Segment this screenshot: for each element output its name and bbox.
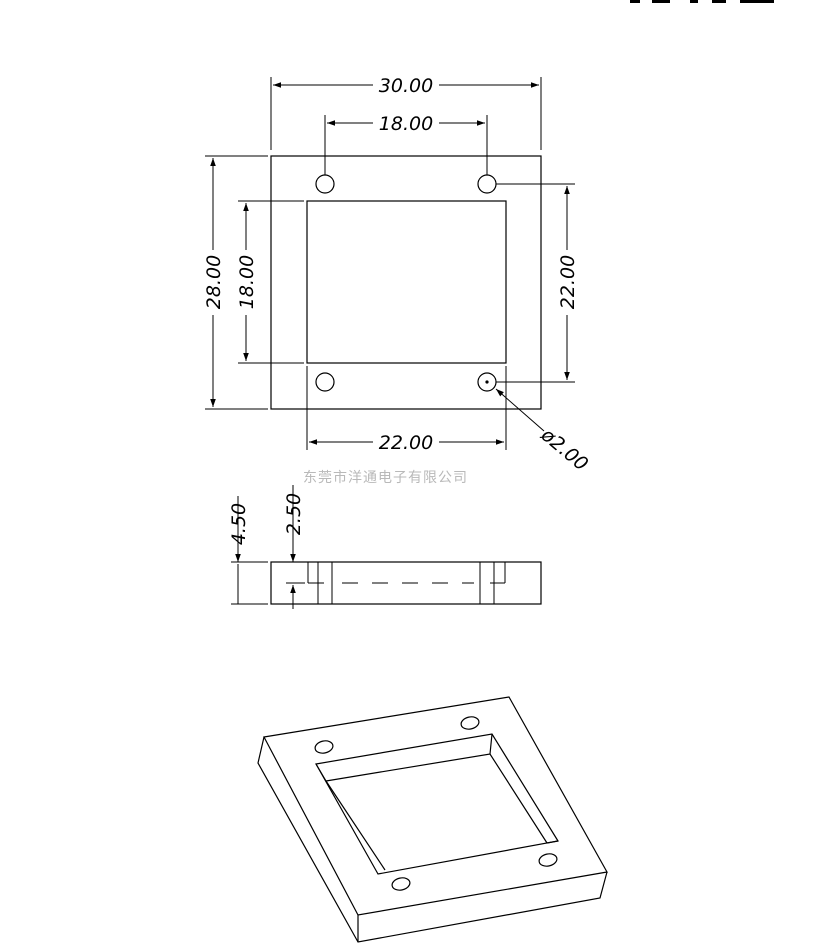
iso-hole-2: [460, 716, 480, 730]
dim-hole-diameter: ø2.00: [495, 388, 592, 476]
iso-pocket-walls: [325, 753, 548, 844]
dim-label-18-x: 18.00: [379, 113, 433, 135]
title-fragment: [630, 0, 774, 3]
iso-side-faces: [257, 736, 608, 943]
dim-pocket-height: 18.00: [236, 200, 304, 364]
iso-hole-1: [314, 740, 334, 754]
top-view: [270, 155, 542, 410]
dim-pocket-depth: 2.50: [283, 485, 305, 609]
dim-label-28: 28.00: [203, 255, 225, 309]
hole-center-dot: [485, 380, 489, 384]
dim-overall-height: 28.00: [203, 155, 268, 410]
dim-label-22-x: 22.00: [379, 432, 433, 454]
dim-pocket-width: 22.00: [306, 366, 507, 454]
mount-hole-bottom-left: [315, 372, 335, 392]
iso-hole-3: [538, 853, 558, 867]
dim-hole-spacing-y: 22.00: [496, 183, 579, 383]
plate-outline: [270, 155, 542, 410]
dim-overall-width: 30.00: [270, 75, 542, 150]
dim-label-30: 30.00: [379, 75, 433, 97]
dim-total-thickness: 4.50: [228, 496, 268, 605]
dim-hole-spacing-x: 18.00: [324, 113, 488, 175]
dim-label-2-50: 2.50: [283, 493, 305, 535]
iso-hole-4: [391, 877, 411, 891]
iso-top-face: [263, 696, 608, 916]
side-outline: [270, 561, 542, 605]
isometric-view: [257, 696, 608, 943]
mount-hole-top-left: [315, 174, 335, 194]
pocket-outline: [306, 200, 507, 364]
mount-hole-top-right: [477, 174, 497, 194]
company-watermark: 东莞市洋通电子有限公司: [303, 469, 468, 486]
dim-label-22-y: 22.00: [557, 255, 579, 309]
dim-label-4-50: 4.50: [228, 503, 250, 545]
dim-label-diameter: ø2.00: [536, 423, 592, 475]
dim-label-18-y: 18.00: [236, 255, 258, 309]
side-view: [270, 561, 542, 605]
